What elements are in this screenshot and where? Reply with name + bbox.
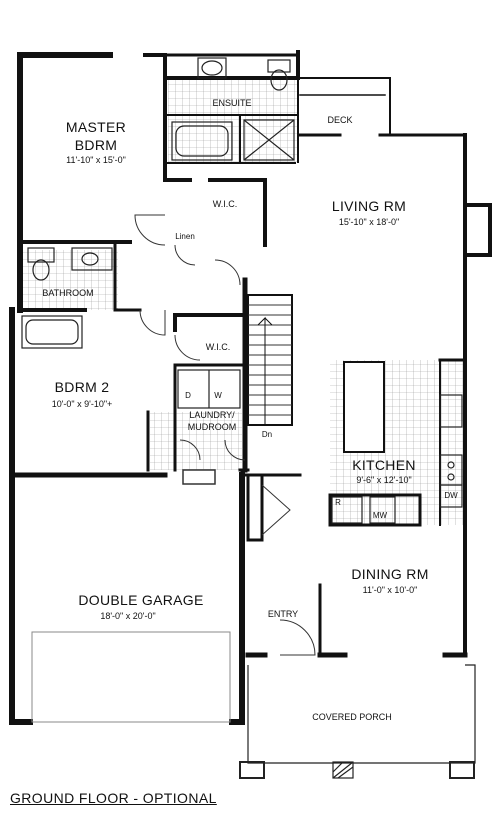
master-wic-label: W.I.C. (213, 199, 238, 209)
bedroom-2-dimensions: 10'-0" x 9'-10"+ (52, 399, 113, 409)
garage-label: DOUBLE GARAGE (78, 592, 203, 608)
living-room-label: LIVING RM (332, 198, 406, 214)
bedroom-2-label: BDRM 2 (55, 379, 110, 395)
deck-label: DECK (327, 115, 352, 125)
dining-room-label: DINING RM (351, 566, 428, 582)
bdrm2-wic-label: W.I.C. (206, 342, 231, 352)
covered-porch-label: COVERED PORCH (312, 712, 392, 722)
bathroom-label: BATHROOM (42, 288, 93, 298)
staircase (247, 294, 293, 426)
fridge-label: R (335, 498, 341, 507)
porch (239, 664, 476, 779)
linen-label: Linen (175, 232, 195, 241)
laundry-label: LAUNDRY/ (189, 410, 235, 420)
kitchen-label: KITCHEN (352, 457, 416, 473)
walls (9, 50, 492, 725)
garage-dimensions: 18'-0" x 20'-0" (100, 611, 155, 621)
mudroom-label: MUDROOM (188, 422, 237, 432)
master-bedroom-label-2: BDRM (75, 137, 117, 153)
plan-caption: GROUND FLOOR - OPTIONAL (10, 790, 217, 806)
entry-label: ENTRY (268, 609, 298, 619)
stair-down-label: Dn (262, 430, 272, 439)
ensuite-label: ENSUITE (212, 98, 251, 108)
dryer-label: D (185, 391, 191, 400)
fixtures (21, 57, 463, 524)
dining-room-dimensions: 11'-0" x 10'-0" (363, 585, 418, 595)
doors (134, 214, 316, 656)
washer-label: W (214, 391, 222, 400)
microwave-label: MW (373, 511, 388, 520)
kitchen-dimensions: 9'-6" x 12'-10" (356, 475, 411, 485)
dishwasher-label: DW (444, 491, 458, 500)
master-bedroom-dimensions: 11'-10" x 15'-0" (66, 155, 126, 165)
living-room-dimensions: 15'-10" x 18'-0" (339, 217, 399, 227)
master-bedroom-label: MASTER (66, 119, 126, 135)
garage-door (31, 631, 231, 723)
kitchen-island (343, 361, 385, 453)
room-labels: MASTER BDRM 11'-10" x 15'-0" ENSUITE DEC… (42, 98, 458, 722)
